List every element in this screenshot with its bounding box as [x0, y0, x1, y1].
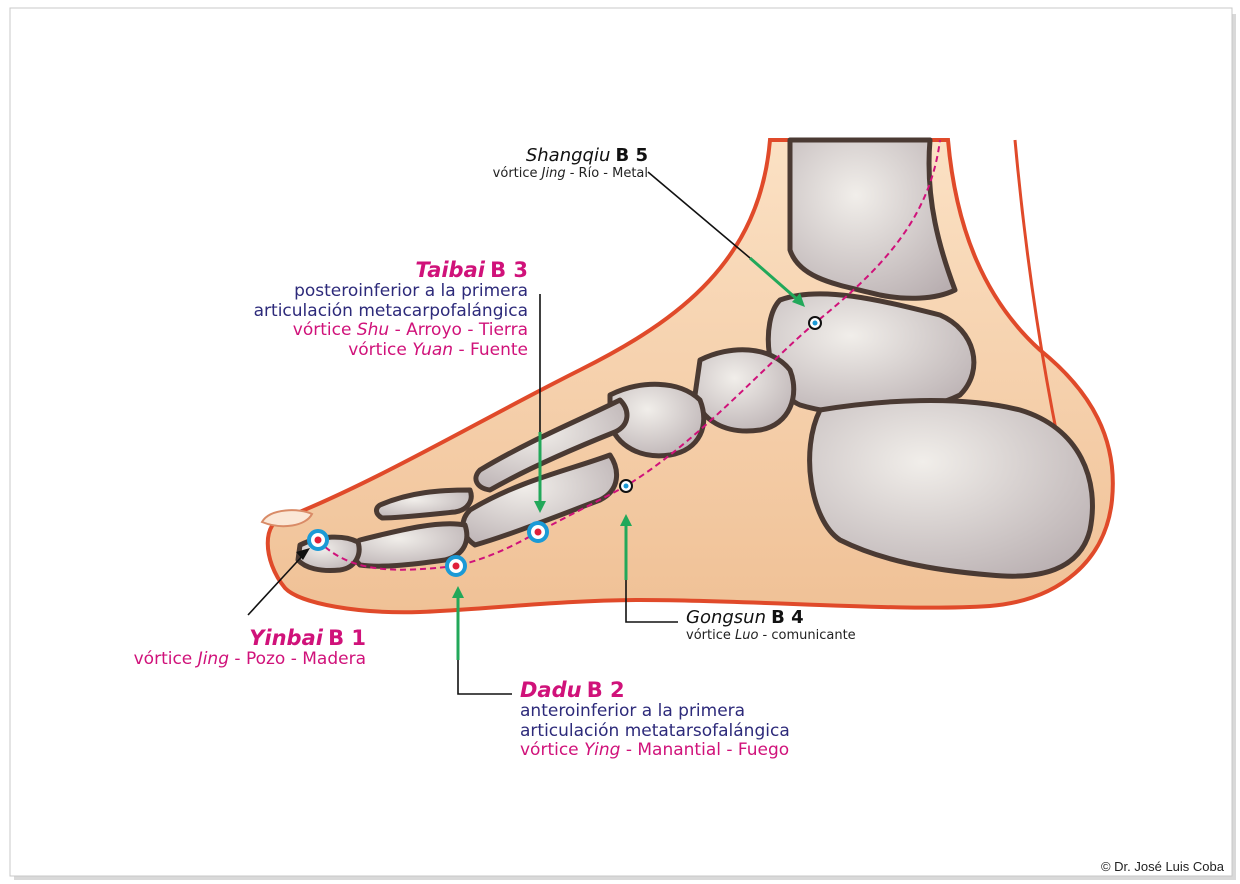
point-b4-label: Gongsun B 4 vórtice Luo - comunicante [686, 608, 856, 644]
point-b1-name: Yinbai [249, 626, 323, 650]
point-b1-line-0: vórtice Jing - Pozo - Madera [134, 650, 366, 670]
point-b3-code: B 3 [490, 258, 528, 282]
point-b5-marker[interactable] [809, 317, 821, 329]
point-b4-line-0: vórtice Luo - comunicante [686, 629, 856, 644]
point-b3-line-3: vórtice Yuan - Fuente [254, 341, 528, 361]
copyright-notice: © Dr. José Luis Coba [1101, 859, 1224, 874]
point-b3-line-1: articulación metacarpofalángica [254, 302, 528, 322]
point-b2-code: B 2 [587, 678, 625, 702]
tibia-bone [790, 140, 955, 298]
point-b4-name: Gongsun [686, 607, 766, 628]
point-b1-code: B 1 [328, 626, 366, 650]
point-b2-marker[interactable] [447, 557, 465, 575]
point-b3-line-0: posteroinferior a la primera [254, 282, 528, 302]
point-b3-name: Taibai [415, 258, 485, 282]
point-b3-label: Taibai B 3 posteroinferior a la primera … [254, 258, 528, 360]
point-b2-label: Dadu B 2 anteroinferior a la primera art… [520, 678, 790, 761]
point-b1-label: Yinbai B 1 vórtice Jing - Pozo - Madera [134, 626, 366, 670]
point-b3-line-2: vórtice Shu - Arroyo - Tierra [254, 321, 528, 341]
point-b4-code: B 4 [771, 607, 804, 628]
point-b5-line-0: vórtice Jing - Río - Metal [493, 167, 648, 182]
point-b5-code: B 5 [615, 145, 648, 166]
point-b2-line-2: vórtice Ying - Manantial - Fuego [520, 741, 790, 761]
point-b4-marker[interactable] [620, 480, 632, 492]
navicular-bone [695, 350, 794, 431]
point-b5-label: Shangqiu B 5 vórtice Jing - Río - Metal [493, 146, 648, 182]
point-b2-line-0: anteroinferior a la primera [520, 702, 790, 722]
point-b2-line-1: articulación metatarsofalángica [520, 722, 790, 742]
point-b2-name: Dadu [520, 678, 582, 702]
point-b1-marker[interactable] [309, 531, 327, 549]
point-b5-name: Shangqiu [526, 145, 611, 166]
point-b3-marker[interactable] [529, 523, 547, 541]
